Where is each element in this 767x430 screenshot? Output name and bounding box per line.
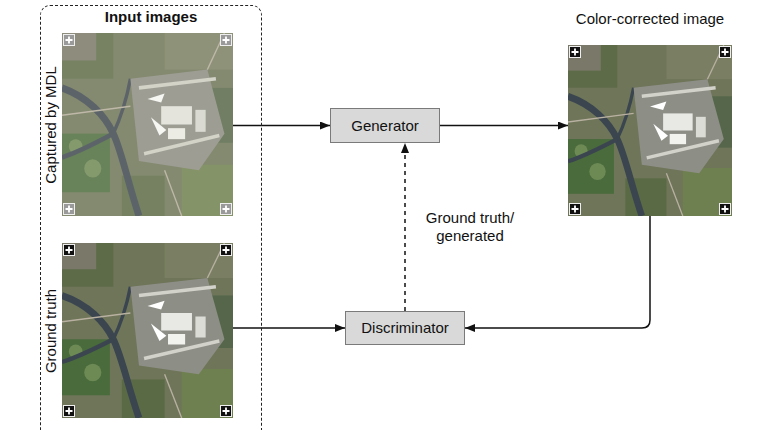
input-image: Captured by MDL — [41, 33, 233, 216]
image-label: Ground truth — [42, 288, 60, 372]
group-heading: Input images — [41, 8, 261, 26]
corner-icon — [720, 47, 731, 58]
haze-overlay — [62, 33, 233, 216]
corner-icon — [570, 47, 581, 58]
corner-icon — [64, 35, 75, 46]
corner-icon — [221, 406, 232, 417]
input-group: Input imagesCaptured by MDL Ground truth — [40, 5, 262, 430]
corrected-image — [568, 45, 732, 216]
corner-icon — [221, 204, 232, 215]
process-box: Generator — [330, 108, 440, 143]
process-box: Discriminator — [345, 311, 465, 345]
mdl-image — [62, 33, 233, 216]
ground-truth-image — [62, 243, 233, 418]
dashed-arrow — [404, 143, 406, 311]
corner-icon — [570, 204, 581, 215]
input-image: Ground truth — [41, 243, 233, 418]
box-label: Generator — [351, 117, 419, 135]
output-image: Color-corrected image — [568, 8, 732, 216]
corner-icon — [221, 35, 232, 46]
image-label: Color-corrected image — [538, 10, 762, 28]
corner-icon — [221, 245, 232, 256]
corner-icon — [64, 406, 75, 417]
corner-icon — [64, 245, 75, 256]
edge-label-holder: Ground truth/ generated — [414, 208, 526, 246]
box-label: Discriminator — [361, 319, 449, 337]
edge-label: Ground truth/ generated — [414, 208, 526, 246]
arrow-connector — [233, 327, 345, 329]
corner-icon — [720, 204, 731, 215]
image-label: Captured by MDL — [42, 66, 60, 184]
arrow-connector — [233, 125, 330, 127]
corner-icon — [64, 204, 75, 215]
arrow-connector — [440, 125, 568, 127]
